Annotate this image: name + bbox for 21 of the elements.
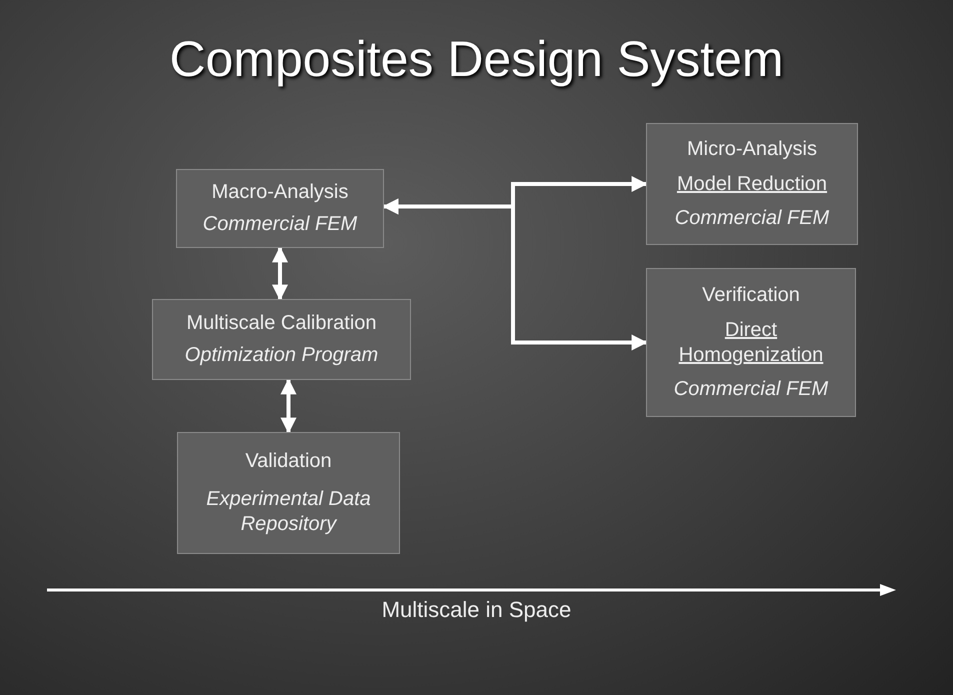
box-text: Macro-Analysis [212, 180, 348, 206]
box-text: Direct Homogenization [678, 318, 824, 368]
box-text: Model Reduction [676, 172, 828, 196]
box-text: Experimental Data Repository [205, 486, 372, 537]
box-text: Verification [702, 282, 800, 308]
process-box [177, 432, 400, 554]
box-text: Commercial FEM [674, 206, 830, 231]
process-box [646, 123, 858, 245]
box-text: Commercial FEM [202, 212, 358, 237]
axis-label: Multiscale in Space [380, 597, 572, 623]
process-box [152, 299, 411, 380]
box-text: Optimization Program [184, 343, 378, 368]
box-text: Commercial FEM [674, 377, 828, 402]
box-text: Validation [245, 449, 332, 474]
arrow [280, 378, 296, 434]
slide-title: Composites Design System [168, 30, 785, 88]
process-box [176, 169, 384, 248]
process-box [646, 268, 856, 417]
box-text: Micro-Analysis [686, 137, 818, 162]
box-text: Multiscale Calibration [186, 311, 377, 336]
arrow [272, 246, 288, 301]
